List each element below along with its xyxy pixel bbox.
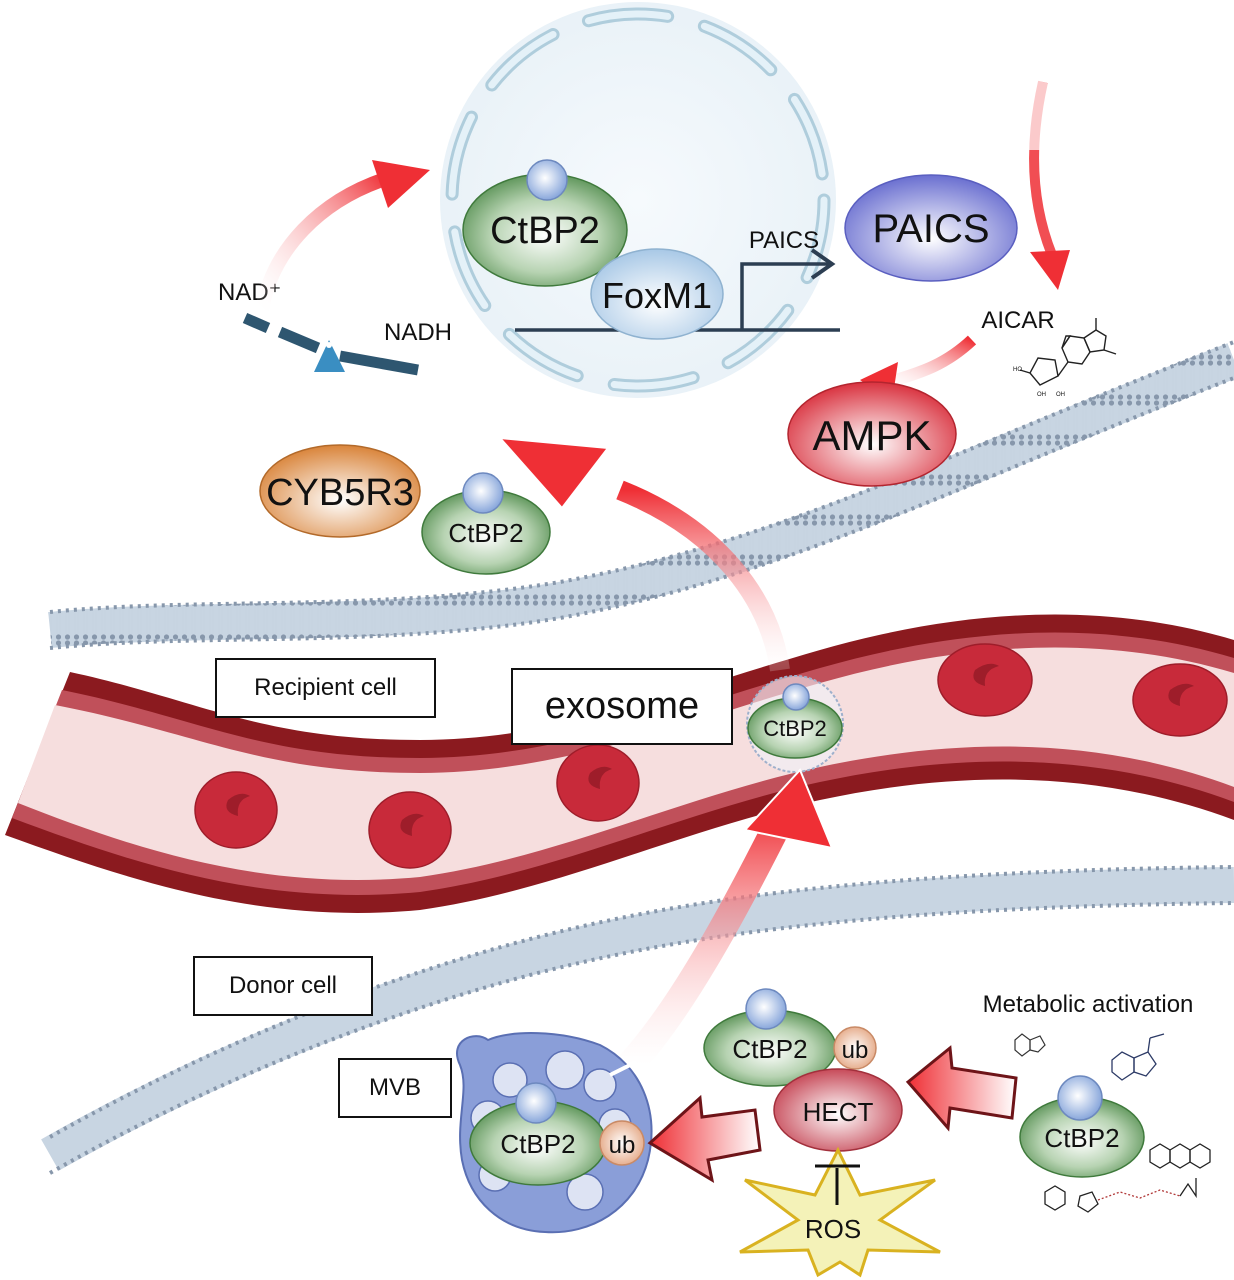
transcription-arrow-icon (810, 248, 836, 280)
hect-ub-label: ub (842, 1037, 869, 1064)
exosome-ctbp2-label: CtBP2 (763, 716, 827, 741)
ros-star: ROS (739, 1146, 941, 1278)
exosome-to-recipient-arrow (497, 436, 790, 672)
nucleus (440, 2, 836, 398)
metabolic-activation-label: Metabolic activation (983, 991, 1194, 1018)
fad-molecule-icon (1044, 1143, 1211, 1213)
gene-label-paics: PAICS (749, 227, 819, 254)
aicar-molecule-icon (1019, 318, 1117, 386)
mvb-ctbp2-label: CtBP2 (500, 1129, 575, 1159)
adenosine-molecule-icon (1111, 1033, 1165, 1081)
mvb-to-exosome-arrow (619, 768, 834, 1075)
nad-nadh-balance (242, 312, 419, 376)
nuclear-ctbp2-protein: CtBP2 (462, 159, 628, 287)
foxm1-protein: FoxM1 (590, 248, 724, 340)
mvb-ub-label: ub (609, 1132, 636, 1159)
recipient-cell-membrane (48, 340, 1234, 650)
aicar-label: AICAR (981, 307, 1054, 334)
cyb5r3-label: CYB5R3 (266, 472, 414, 514)
foxm1-label: FoxM1 (602, 275, 712, 316)
cofactor-ball-icon (515, 1082, 557, 1124)
ctbp2-ub-complex: CtBP2 ub (703, 988, 877, 1087)
vesicle-release-line (609, 1060, 637, 1077)
cofactor-ball-icon (462, 472, 504, 514)
red-blood-cell (368, 791, 452, 869)
red-blood-cell (194, 771, 278, 849)
ampk-label: AMPK (812, 412, 931, 459)
paics-protein: PAICS (844, 174, 1018, 282)
nuclear-ctbp2-label: CtBP2 (490, 210, 600, 252)
hect-to-mvb-arrow (647, 1094, 762, 1184)
red-blood-cell (937, 643, 1033, 717)
red-blood-cell (556, 744, 640, 822)
exosome-vesicle: CtBP2 (746, 675, 844, 773)
metabolic-to-hect-arrow (905, 1045, 1018, 1132)
cytoplasmic-ctbp2-label: CtBP2 (448, 518, 523, 548)
cytoplasmic-ctbp2-protein: CtBP2 (421, 472, 551, 575)
paics-label: PAICS (872, 207, 989, 251)
adenine-molecule-icon (1014, 1033, 1046, 1057)
cyb5r3-protein: CYB5R3 (259, 444, 421, 538)
cofactor-ball-icon (526, 159, 568, 201)
free-ctbp2-label: CtBP2 (1044, 1123, 1119, 1153)
red-blood-cell (1132, 663, 1228, 737)
ros-label: ROS (805, 1214, 861, 1244)
cofactor-ball-icon (1057, 1075, 1103, 1121)
donor-cell-membrane (41, 865, 1234, 1175)
hect-label: HECT (803, 1097, 874, 1127)
free-ctbp2-protein: CtBP2 (1019, 1075, 1145, 1178)
aicar-atom-labels: HO OH OH (1013, 367, 1065, 398)
ubiquitin-icon (599, 1120, 645, 1166)
paics-to-aicar-arrow (1028, 80, 1070, 290)
recipient-cell-label: Recipient cell (215, 658, 436, 718)
svg-text:HO: HO (1013, 367, 1022, 373)
fulcrum-icon (314, 340, 345, 372)
red-blood-cells (194, 643, 1228, 869)
ubiquitin-icon (833, 1026, 877, 1070)
cofactor-ball-icon (782, 683, 810, 711)
mvb-label: MVB (338, 1058, 452, 1118)
svg-text:OH: OH (1056, 392, 1065, 398)
nad-to-nucleus-arrow (255, 160, 430, 312)
nadh-label: NADH (384, 319, 452, 346)
hect-ctbp2-label: CtBP2 (732, 1034, 807, 1064)
exosome-label: exosome (511, 668, 733, 745)
multivesicular-body: CtBP2 ub (456, 1032, 653, 1234)
svg-text:OH: OH (1037, 392, 1046, 398)
ampk-protein: AMPK (787, 381, 957, 487)
donor-cell-label: Donor cell (193, 956, 373, 1016)
hect-protein: HECT (773, 1068, 903, 1152)
cofactor-ball-icon (745, 988, 787, 1030)
